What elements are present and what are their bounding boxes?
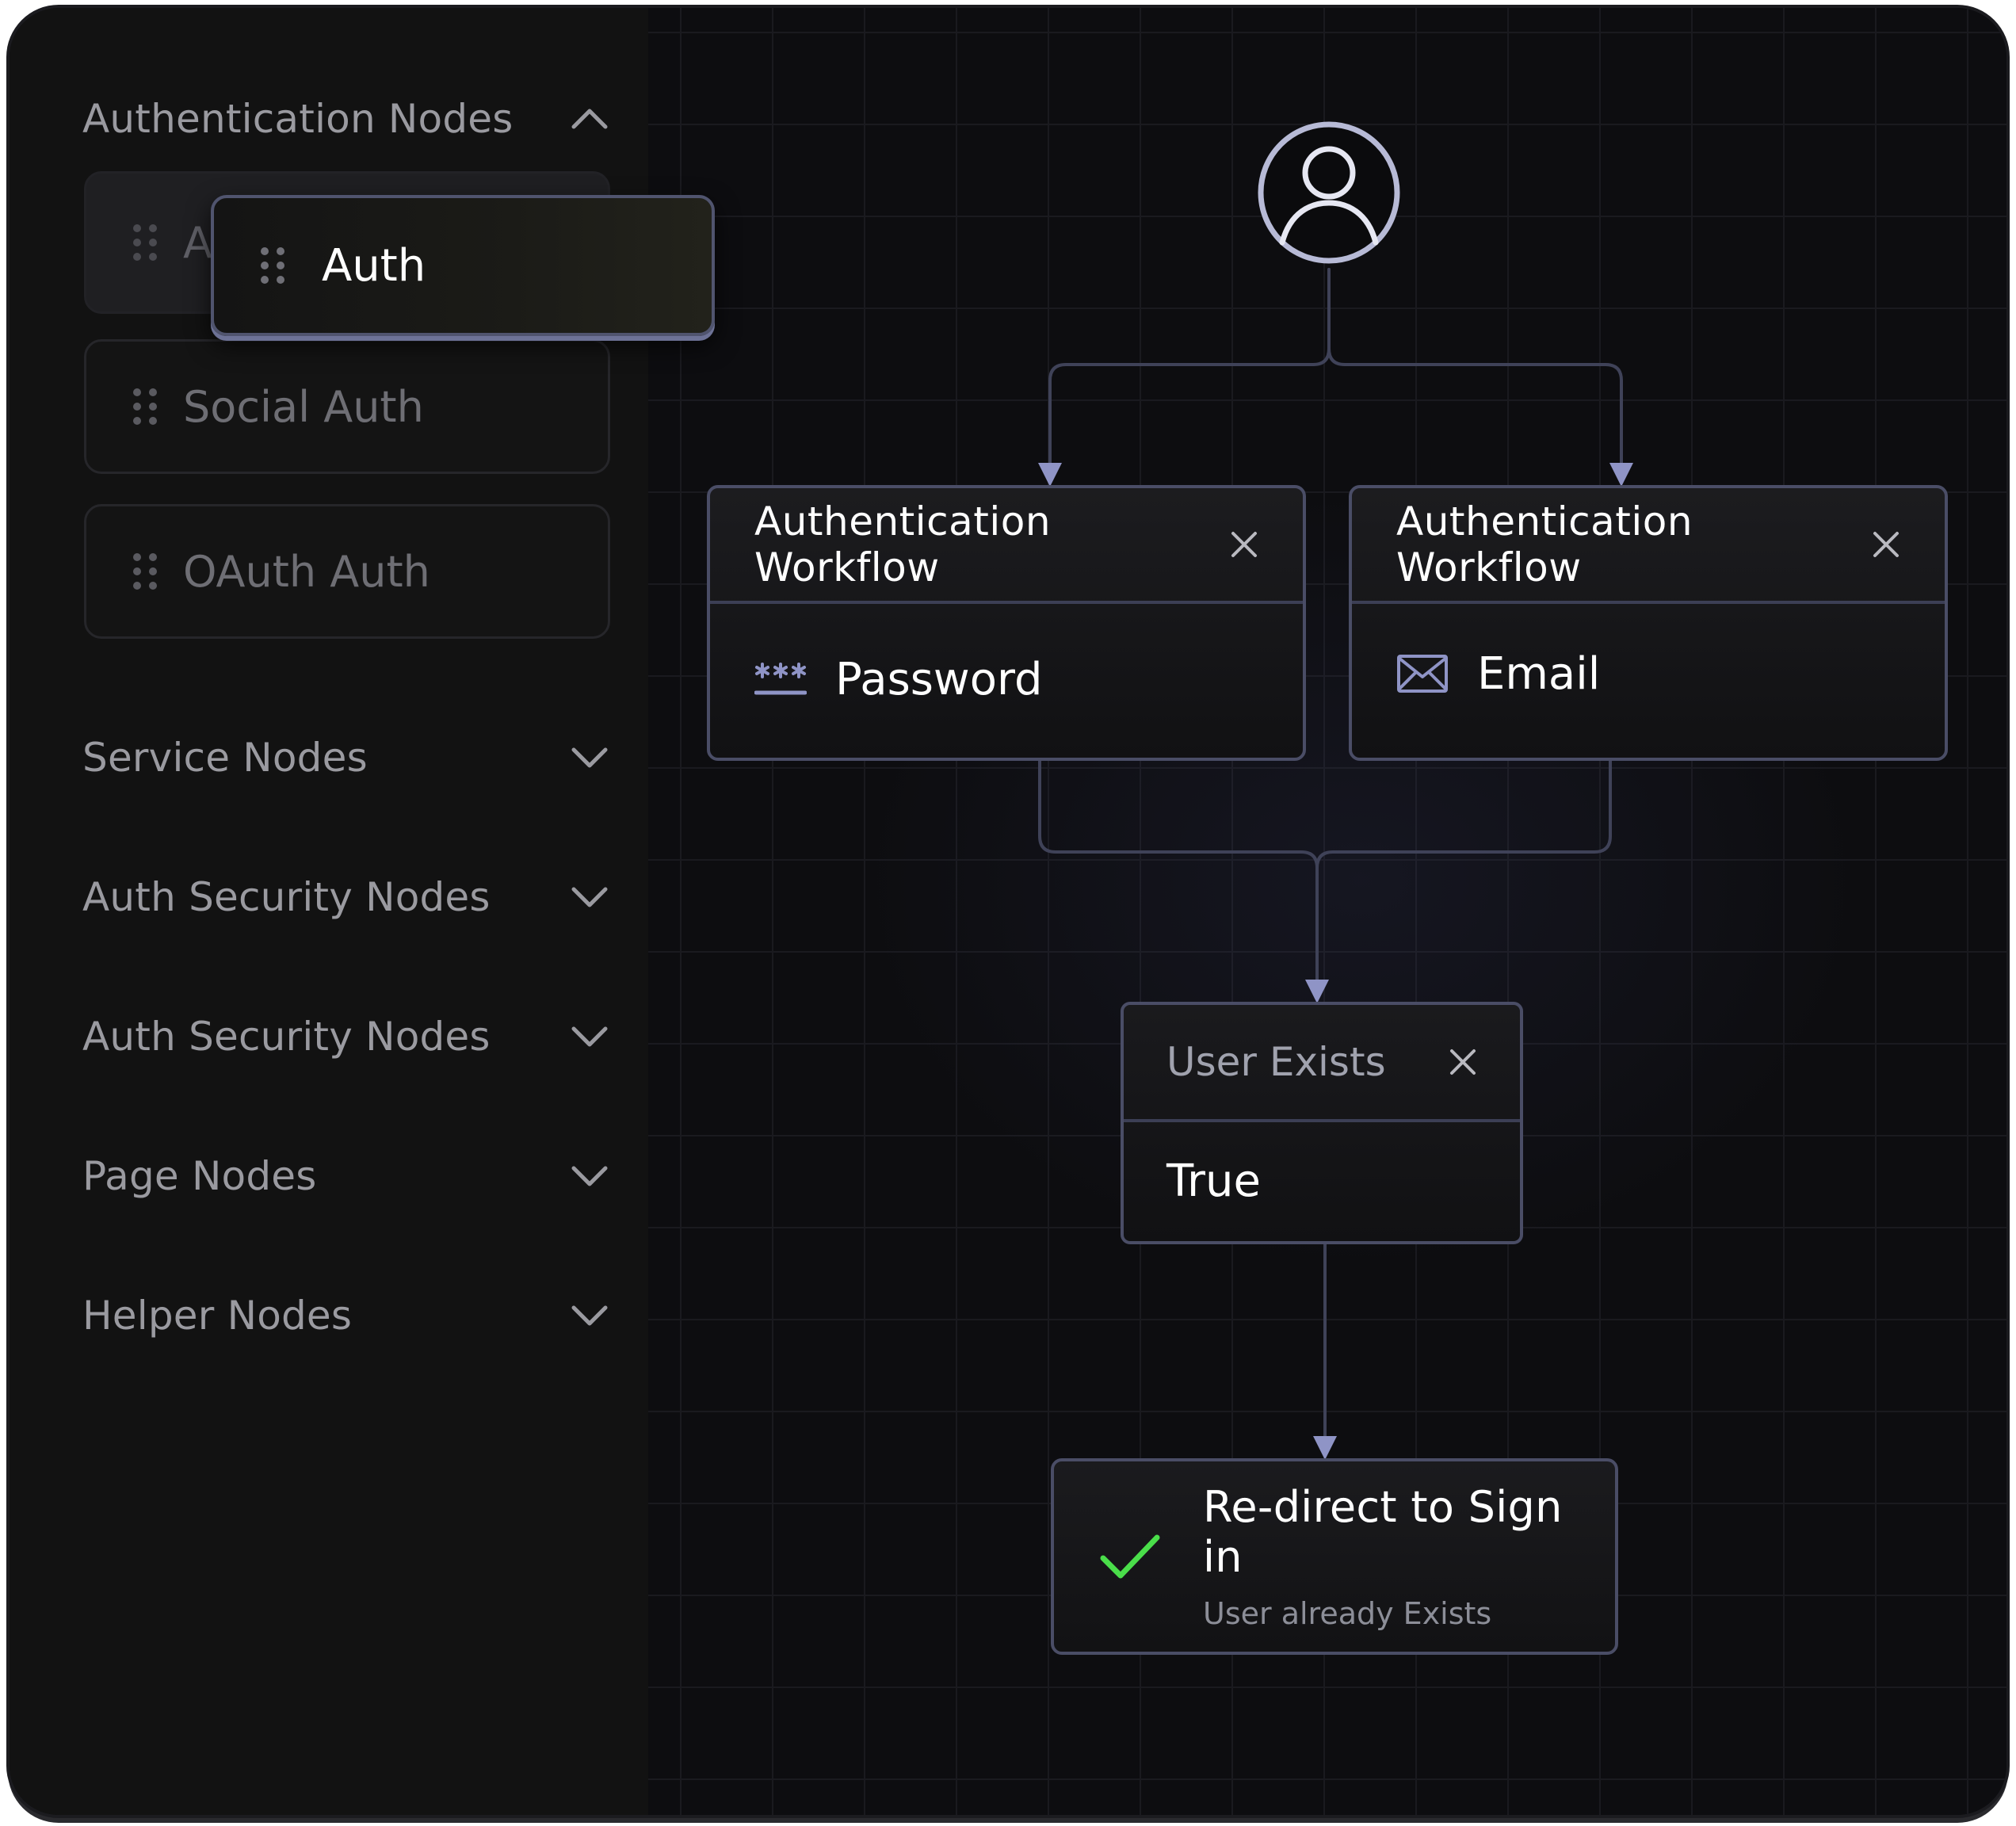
workflow-node-password[interactable]: Authentication Workflow Password	[707, 485, 1306, 761]
close-icon[interactable]	[1870, 529, 1902, 560]
condition-node-user-exists[interactable]: User Exists True	[1121, 1002, 1523, 1244]
node-item-label: A	[183, 217, 212, 268]
dragging-node-auth[interactable]: Auth	[211, 195, 715, 336]
section-label: Service Nodes	[82, 735, 368, 781]
section-service-nodes[interactable]: Service Nodes	[82, 726, 613, 789]
node-item-label: Social Auth	[183, 381, 424, 432]
result-node-redirect[interactable]: Re-direct to Sign in User already Exists	[1051, 1458, 1618, 1655]
chevron-down-icon[interactable]	[566, 1292, 613, 1339]
user-circle-icon	[1258, 121, 1400, 264]
workflow-node-email[interactable]: Authentication Workflow Email	[1349, 485, 1948, 761]
drag-handle-icon[interactable]	[131, 551, 159, 592]
mail-icon	[1396, 654, 1449, 693]
node-item-social-auth[interactable]: Social Auth	[84, 339, 610, 474]
chevron-up-icon[interactable]	[566, 95, 613, 143]
node-item-label: OAuth Auth	[183, 546, 430, 597]
section-page-nodes[interactable]: Page Nodes	[82, 1144, 613, 1208]
dragging-node-label: Auth	[322, 239, 426, 292]
condition-header: User Exists	[1124, 1005, 1520, 1122]
password-icon	[754, 659, 807, 699]
section-auth-security-nodes[interactable]: Auth Security Nodes	[82, 865, 613, 929]
section-authentication-nodes[interactable]: Authentication Nodes	[82, 87, 613, 151]
workflow-title: Authentication Workflow	[754, 499, 1052, 590]
section-label: Auth Security Nodes	[82, 1014, 491, 1060]
app-window: Authentication Nodes A Social Auth OAuth…	[10, 8, 2006, 1815]
workflow-method-label: Password	[835, 653, 1043, 705]
drag-handle-icon[interactable]	[131, 386, 159, 427]
workflow-body: Email	[1352, 604, 1945, 743]
condition-value: True	[1166, 1156, 1261, 1207]
section-label: Authentication Nodes	[82, 96, 514, 142]
result-text: Re-direct to Sign in User already Exists	[1203, 1482, 1615, 1631]
condition-title: User Exists	[1166, 1039, 1386, 1085]
chevron-down-icon[interactable]	[566, 1152, 613, 1200]
section-label: Page Nodes	[82, 1153, 317, 1199]
workflow-method-label: Email	[1477, 648, 1601, 700]
section-label: Auth Security Nodes	[82, 874, 491, 920]
drag-handle-icon[interactable]	[258, 245, 287, 286]
chevron-down-icon[interactable]	[566, 1013, 613, 1060]
drag-handle-icon[interactable]	[131, 222, 159, 263]
workflow-body: Password	[710, 604, 1303, 754]
section-helper-nodes[interactable]: Helper Nodes	[82, 1284, 613, 1347]
check-icon	[1098, 1531, 1162, 1582]
section-label: Helper Nodes	[82, 1293, 353, 1339]
workflow-header: Authentication Workflow	[710, 488, 1303, 604]
close-icon[interactable]	[1228, 529, 1260, 560]
chevron-down-icon[interactable]	[566, 873, 613, 921]
result-subtitle: User already Exists	[1203, 1596, 1492, 1631]
chevron-down-icon[interactable]	[566, 734, 613, 781]
node-item-oauth-auth[interactable]: OAuth Auth	[84, 504, 610, 639]
workflow-header: Authentication Workflow	[1352, 488, 1945, 604]
section-auth-security-nodes-2[interactable]: Auth Security Nodes	[82, 1005, 613, 1068]
close-icon[interactable]	[1447, 1046, 1479, 1078]
workflow-title: Authentication Workflow	[1396, 499, 1693, 590]
result-title: Re-direct to Sign in	[1203, 1482, 1563, 1582]
user-start-node[interactable]	[1255, 119, 1403, 266]
